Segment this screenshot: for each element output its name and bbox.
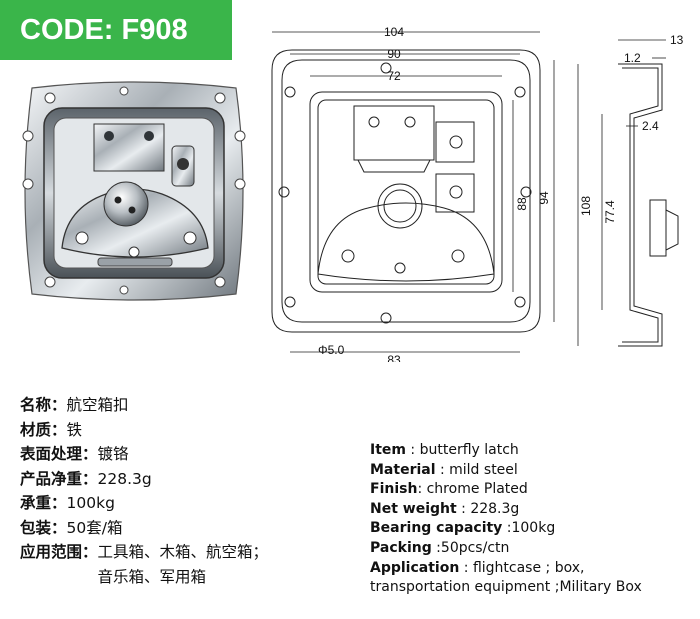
- spec-row-cn-name: 名称 ： 航空箱扣: [20, 393, 360, 418]
- spec-value: 镀铬: [97, 445, 129, 463]
- dim-side-height: 77.4: [603, 200, 617, 224]
- spec-sep: ：: [82, 445, 98, 463]
- dim-hole-diameter: Φ5.0: [318, 343, 345, 357]
- spec-key: 表面处理: [20, 445, 83, 463]
- spec-value: 228.3g: [97, 469, 152, 488]
- spec-key: Finish: [370, 481, 418, 498]
- spec-value: butterfly latch: [419, 442, 519, 458]
- technical-drawing-side: 13 1.2 2.4 108 77.4: [577, 33, 684, 347]
- spec-row-en-finish: Finish: chrome Plated: [370, 480, 698, 500]
- spec-sep: :: [417, 481, 427, 498]
- spec-value: 工具箱、木箱、航空箱；: [97, 543, 269, 561]
- spec-key: Packing: [370, 539, 432, 556]
- spec-sep: :: [502, 520, 512, 537]
- spec-key: 承重: [20, 494, 52, 512]
- product-photo: [22, 81, 246, 301]
- dim-height-mid: 94: [537, 191, 551, 205]
- spec-sep: ：: [51, 396, 67, 414]
- dim-height-outer: 108: [579, 196, 593, 216]
- spec-sep: ：: [51, 494, 67, 512]
- spec-sep: :: [431, 539, 441, 556]
- product-code-text: CODE: F908: [20, 13, 188, 46]
- dim-side-step: 2.4: [642, 119, 659, 133]
- spec-key: 产品净重: [20, 469, 83, 488]
- spec-value: flightcase ; box,: [472, 559, 585, 576]
- spec-value: 50pcs/ctn: [440, 539, 510, 556]
- spec-row-en-packing: Packing :50pcs/ctn: [370, 539, 698, 559]
- spec-sep: ：: [51, 518, 67, 537]
- technical-drawing-front: 104 90 72 83 Φ5.0 88 94: [271, 25, 555, 362]
- spec-value: transportation equipment ;Military Box: [370, 579, 642, 596]
- spec-key: 名称: [20, 396, 52, 414]
- spec-key: Item: [370, 442, 406, 458]
- spec-value: 228.3g: [470, 500, 520, 517]
- spec-row-en-weight: Net weight : 228.3g: [370, 500, 698, 520]
- spec-row-en-capacity: Bearing capacity :100kg: [370, 519, 698, 539]
- specs-chinese: 名称 ： 航空箱扣 材质 ： 铁 表面处理 ： 镀铬 产品净重 ： 228.3g…: [20, 393, 360, 589]
- spec-row-cn-capacity: 承重 ： 100kg: [20, 491, 360, 516]
- spec-row-cn-application: 应用范围 ： 工具箱、木箱、航空箱； 音乐箱、军用箱: [20, 540, 360, 589]
- spec-sep: :: [459, 559, 473, 576]
- spec-key: Bearing capacity: [370, 520, 503, 537]
- spec-row-cn-weight: 产品净重 ： 228.3g: [20, 467, 360, 492]
- spec-key: 应用范围: [20, 543, 83, 561]
- dim-width-outer: 104: [384, 25, 404, 39]
- spec-row-en-material: Material : mild steel: [370, 461, 698, 481]
- dim-height-inner: 88: [515, 197, 529, 211]
- dim-bottom-span: 83: [387, 353, 401, 362]
- spec-key: Net weight: [370, 500, 457, 517]
- product-code-badge: CODE: F908: [0, 0, 232, 60]
- spec-sep: :: [405, 442, 420, 458]
- spec-row-cn-finish: 表面处理 ： 镀铬: [20, 442, 360, 467]
- spec-value: 铁: [66, 420, 83, 439]
- spec-value: 100kg: [511, 520, 556, 537]
- dim-side-depth: 13: [670, 33, 684, 47]
- spec-row-en-application: Application : flightcase ; box,: [370, 559, 698, 579]
- dim-width-inner: 72: [387, 69, 401, 83]
- spec-value: 航空箱扣: [66, 396, 129, 414]
- spec-sep: :: [456, 500, 471, 517]
- spec-value: 音乐箱、军用箱: [97, 567, 207, 586]
- spec-sep: ：: [82, 543, 98, 561]
- spec-sep: ：: [82, 469, 98, 488]
- spec-key: Material: [370, 461, 436, 478]
- spec-key: Application: [370, 559, 460, 576]
- spec-row-cn-material: 材质 ： 铁: [20, 418, 360, 443]
- spec-row-en-item: Item : butterfly latch: [370, 441, 698, 461]
- dim-width-holes: 90: [387, 47, 401, 61]
- spec-value: 50套/箱: [66, 518, 123, 537]
- specs-english: Item : butterfly latch Material : mild s…: [370, 441, 698, 598]
- spec-value: chrome Plated: [426, 481, 528, 498]
- dim-side-flange: 1.2: [624, 51, 641, 65]
- spec-value: mild steel: [449, 461, 518, 478]
- spec-value: 100kg: [66, 494, 115, 512]
- spec-key: 材质: [20, 420, 52, 439]
- spec-row-en-application-cont: transportation equipment ;Military Box: [370, 578, 698, 598]
- spec-row-cn-packing: 包装 ： 50套/箱: [20, 516, 360, 541]
- spec-key: 包装: [20, 518, 52, 537]
- spec-sep: ：: [51, 420, 67, 439]
- spec-sep: :: [435, 461, 450, 478]
